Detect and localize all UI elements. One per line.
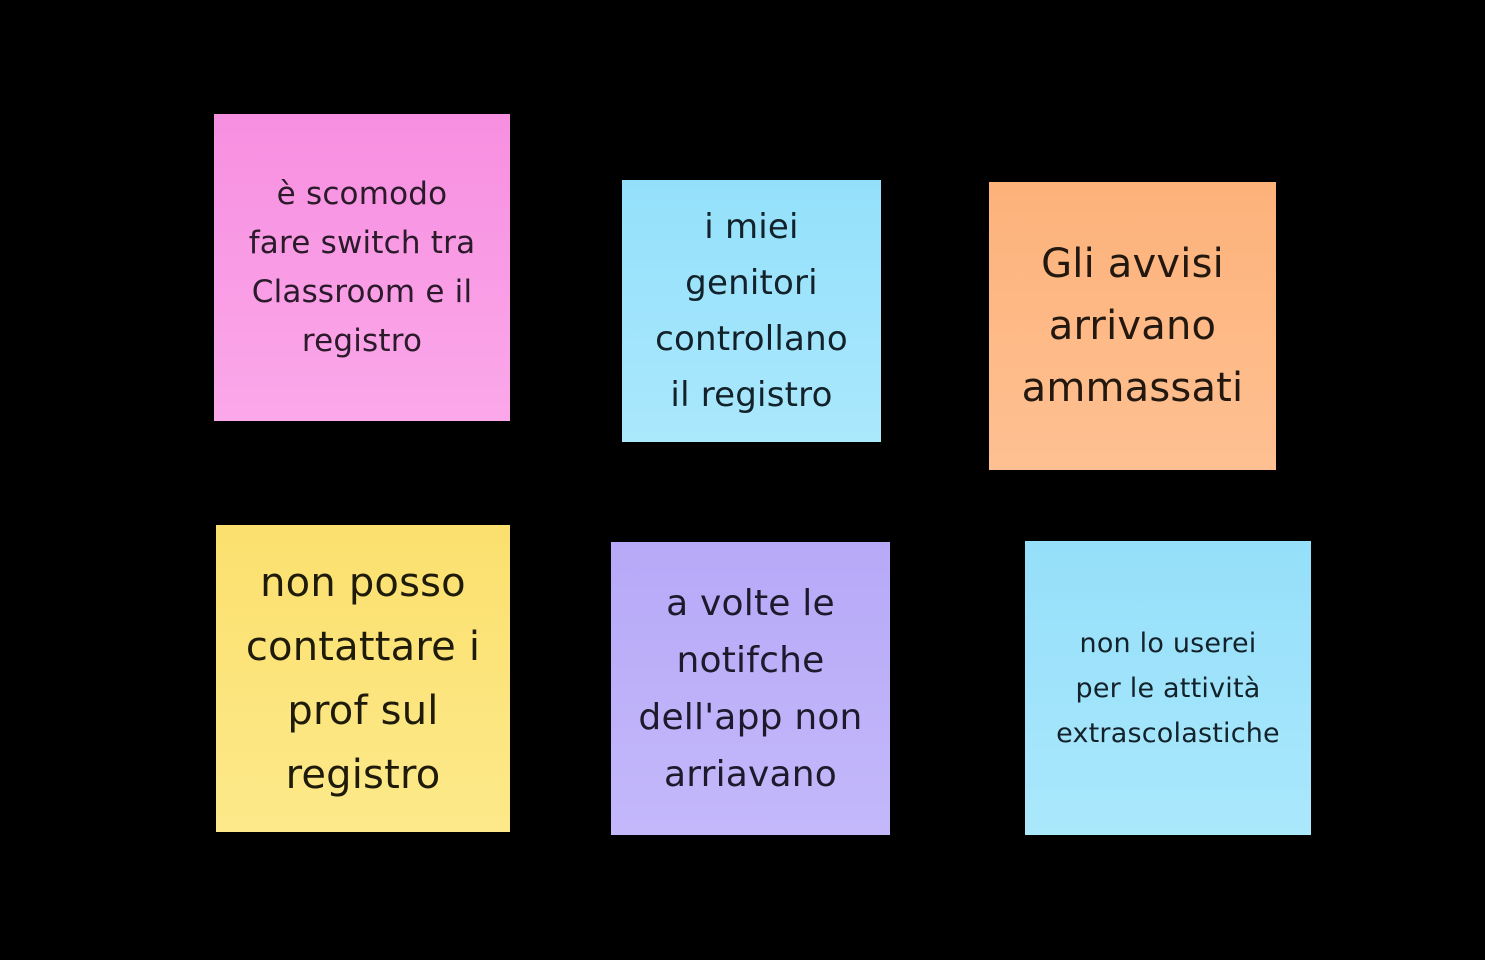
sticky-note-light-blue[interactable]: i miei genitori controllano il registro (622, 180, 881, 442)
sticky-note-text: i miei genitori controllano il registro (655, 207, 848, 415)
sticky-note-text: a volte le notifche dell'app non arriava… (638, 582, 863, 795)
sticky-note-light-blue-2[interactable]: non lo userei per le attività extrascola… (1025, 541, 1311, 835)
sticky-note-text: è scomodo fare switch tra Classroom e il… (248, 175, 476, 359)
sticky-note-text: non posso contattare i prof sul registro (245, 559, 481, 798)
sticky-note-purple[interactable]: a volte le notifche dell'app non arriava… (611, 542, 890, 835)
sticky-note-orange[interactable]: Gli avvisi arrivano ammassati (989, 182, 1276, 470)
sticky-note-pink[interactable]: è scomodo fare switch tra Classroom e il… (214, 114, 510, 421)
sticky-note-yellow[interactable]: non posso contattare i prof sul registro (216, 525, 510, 832)
sticky-note-text: non lo userei per le attività extrascola… (1056, 627, 1280, 749)
sticky-note-text: Gli avvisi arrivano ammassati (1021, 241, 1244, 411)
